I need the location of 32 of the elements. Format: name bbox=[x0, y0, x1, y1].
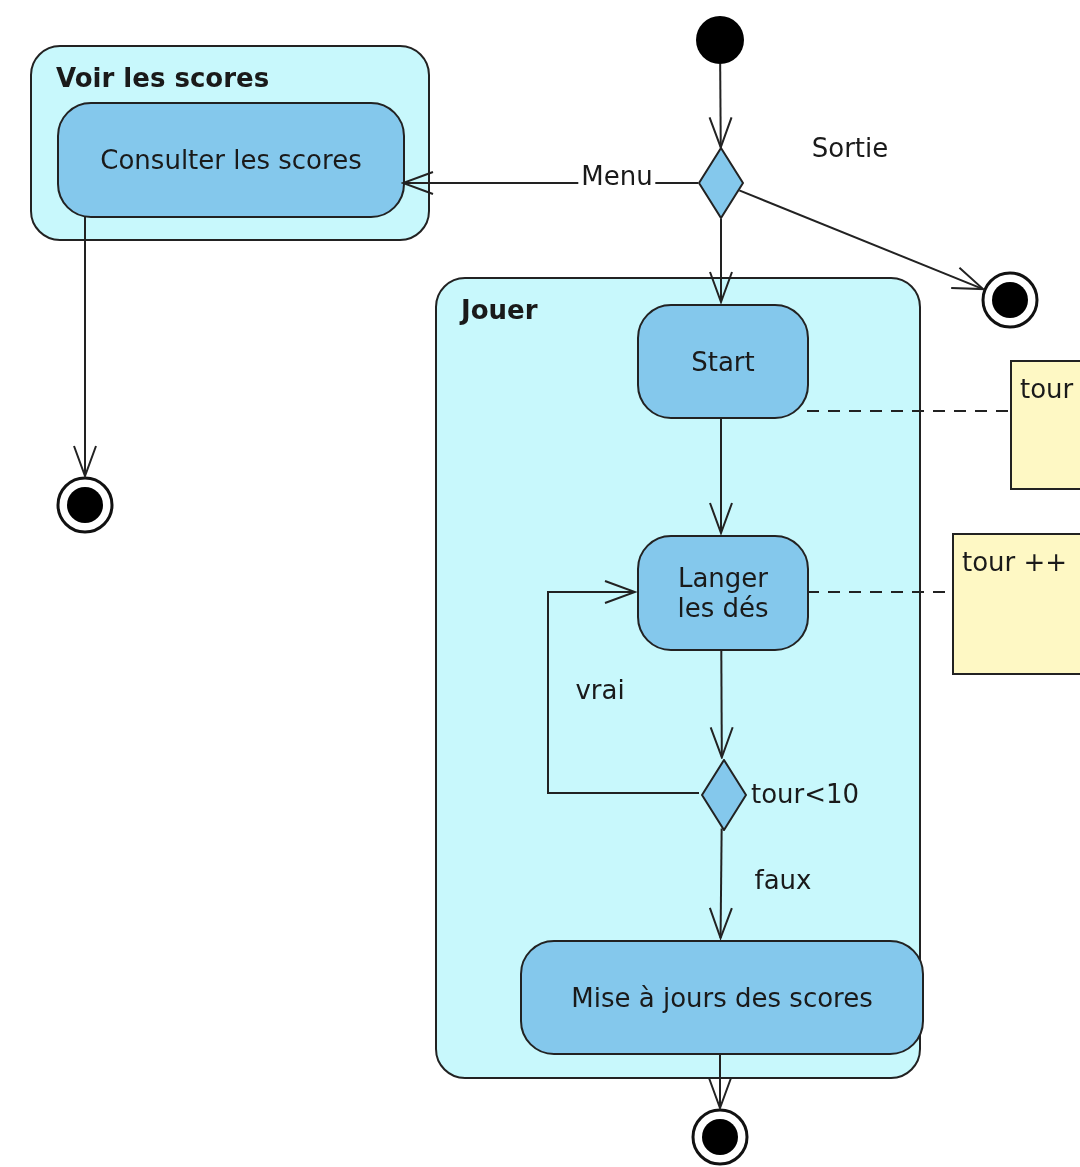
action-box bbox=[637, 535, 809, 651]
final-node bbox=[691, 1108, 749, 1166]
action-box bbox=[520, 940, 924, 1055]
action-label: Consulter les scores bbox=[100, 145, 362, 175]
final-node bbox=[56, 476, 114, 534]
arrow bbox=[547, 580, 700, 794]
arrow bbox=[73, 215, 97, 477]
action-label: Langer les dés bbox=[676, 563, 770, 623]
guard-label: tour<10 bbox=[751, 779, 860, 809]
arrow bbox=[708, 827, 733, 939]
note-text: tour ++ bbox=[962, 547, 1068, 577]
action-box bbox=[57, 102, 405, 218]
arrow bbox=[708, 1052, 732, 1109]
note-box bbox=[952, 533, 1080, 675]
arrow bbox=[709, 218, 733, 303]
dashed-connector bbox=[806, 410, 1011, 412]
action-label: Mise à jours des scores bbox=[571, 982, 873, 1013]
note-box bbox=[1010, 360, 1080, 490]
activity-group bbox=[435, 277, 921, 1079]
arrow bbox=[709, 416, 733, 534]
action-label: Start bbox=[691, 346, 755, 377]
final-node bbox=[981, 271, 1039, 329]
group-title: Jouer bbox=[461, 295, 538, 325]
arrow bbox=[709, 648, 734, 759]
arrow bbox=[738, 189, 985, 291]
initial-node bbox=[696, 16, 744, 64]
group-title: Voir les scores bbox=[56, 63, 270, 93]
action-box bbox=[637, 304, 809, 419]
decision-diamond bbox=[698, 147, 744, 219]
activity-group bbox=[30, 45, 430, 241]
arrow bbox=[708, 63, 733, 149]
note-text: tour bbox=[1020, 374, 1074, 404]
